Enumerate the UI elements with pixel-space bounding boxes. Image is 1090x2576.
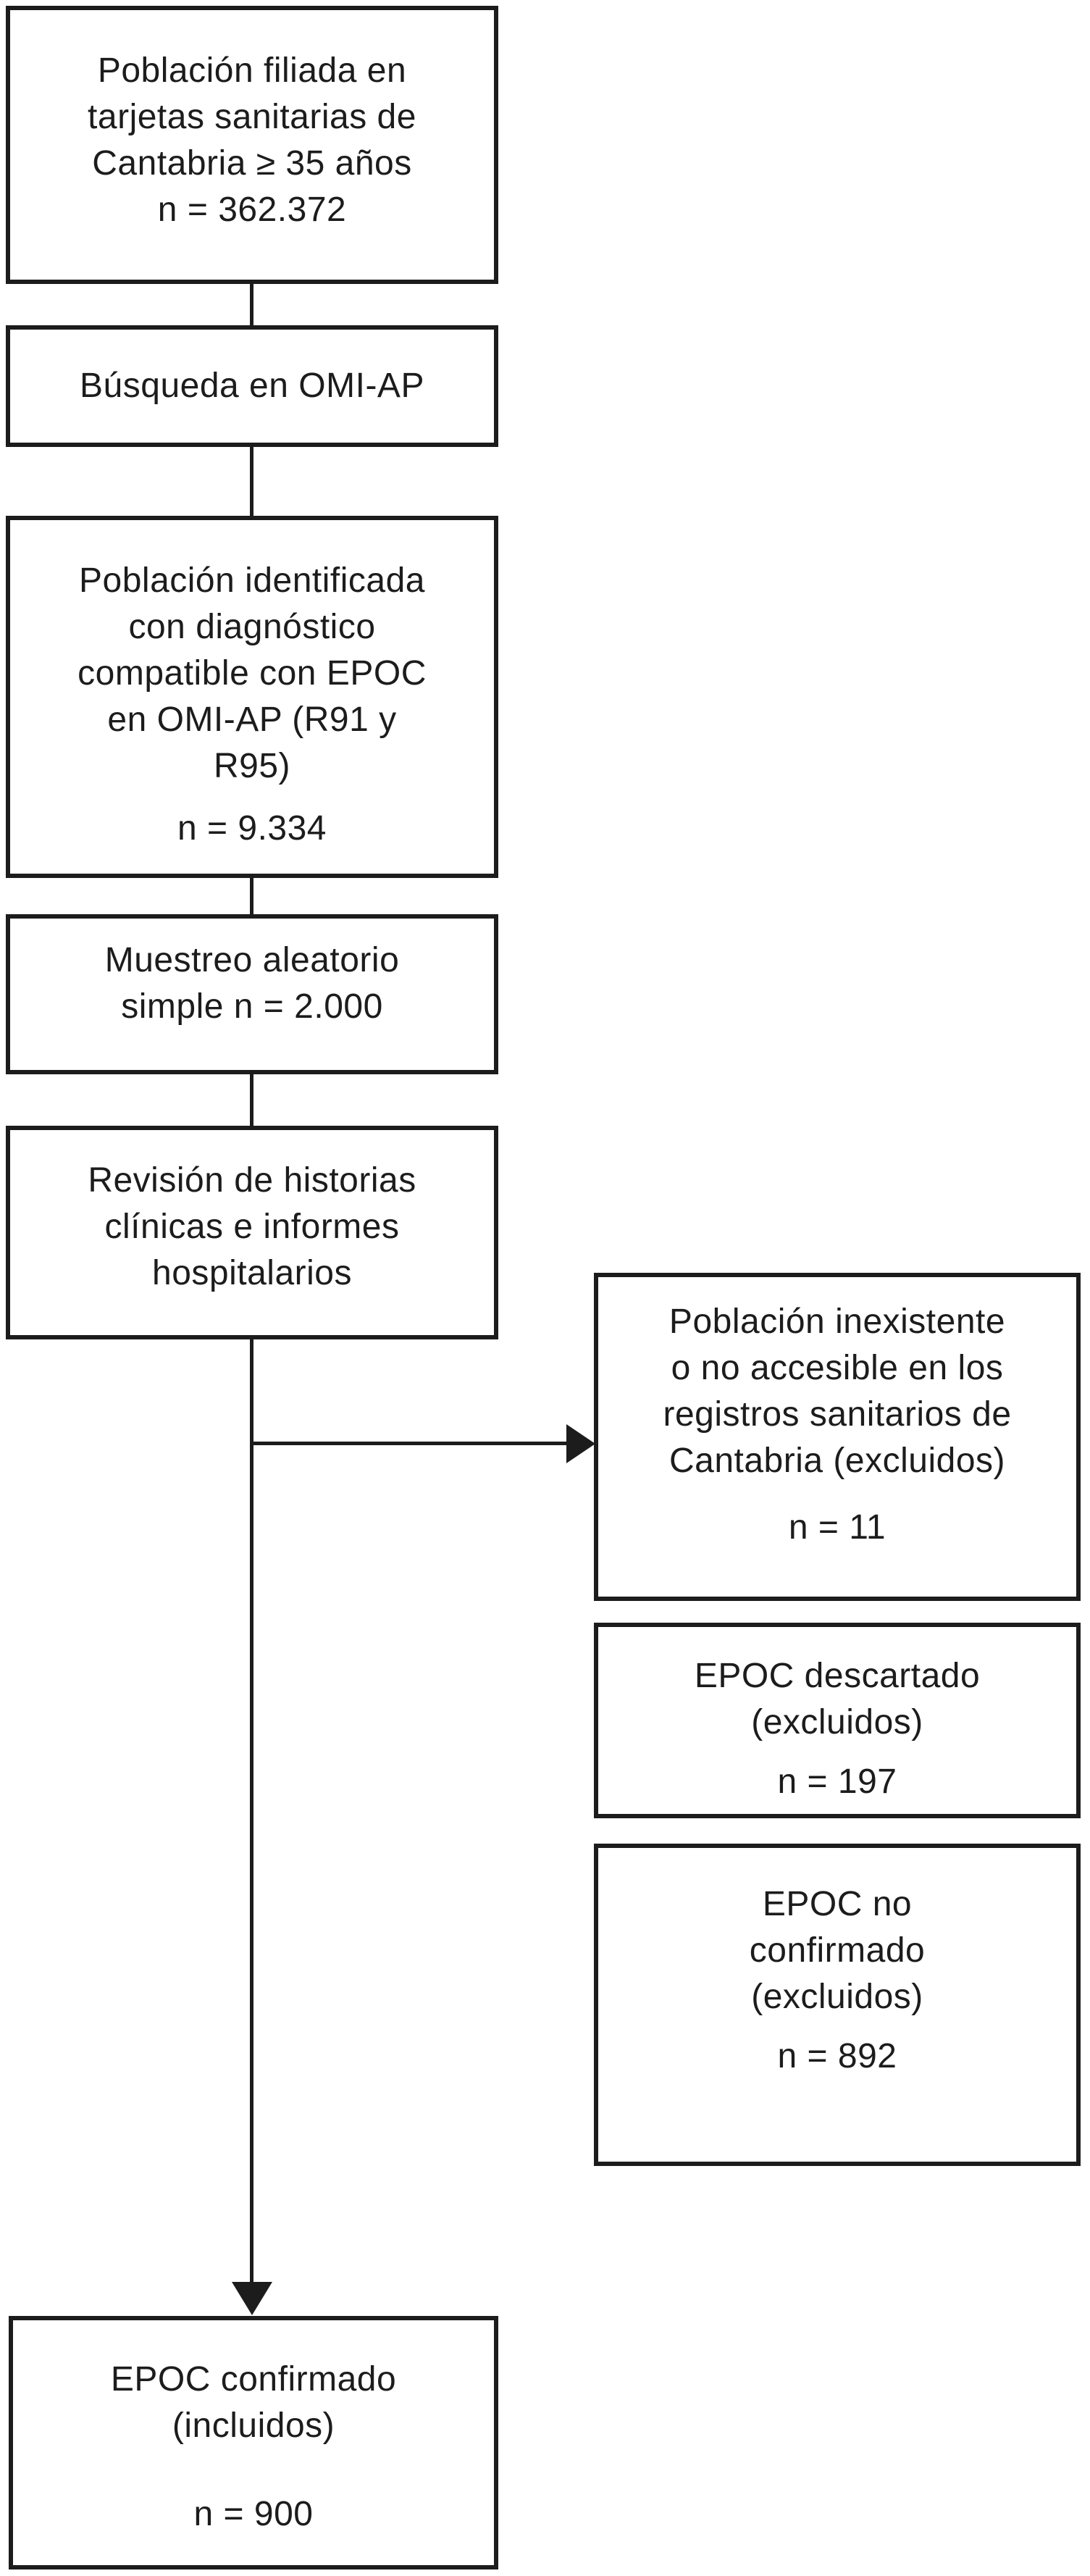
box-n-value: n = 197 [777,1762,897,1801]
box-text-line: EPOC confirmado [110,2360,397,2399]
box-text-line: registros sanitarios de [663,1395,1012,1434]
box-n-value: n = 362.372 [157,191,347,229]
box-text-line: Muestreo aleatorio [104,941,400,979]
box-text-line: clínicas e informes [104,1208,400,1246]
box-busqueda-omi-ap: Búsqueda en OMI-AP [6,325,498,447]
box-text-line: Población identificada [79,561,425,600]
box-text-line: Cantabria ≥ 35 años [92,144,412,183]
box-text-line: Población inexistente [668,1302,1006,1341]
box-text-line: EPOC descartado [694,1657,981,1695]
box-text-line: (excluidos) [751,1703,923,1741]
box-epoc-descartado-excluidos: EPOC descartado (excluidos) n = 197 [594,1623,1081,1818]
box-epoc-confirmado-incluidos: EPOC confirmado (incluidos) n = 900 [9,2316,498,2569]
box-poblacion-filiada: Población filiada en tarjetas sanitarias… [6,6,498,284]
box-revision-historias: Revisión de historias clínicas e informe… [6,1126,498,1339]
box-text-line: o no accesible en los [671,1349,1004,1387]
box-text-line: (excluidos) [751,1978,923,2016]
box-poblacion-inexistente-excluidos: Población inexistente o no accesible en … [594,1273,1081,1601]
box-n-value: n = 900 [193,2495,314,2533]
box-text-line: R95) [213,747,291,785]
box-text-line: compatible con EPOC [77,654,427,693]
box-text-line: en OMI-AP (R91 y [107,701,397,739]
arrowhead-right-icon [566,1424,595,1463]
box-poblacion-identificada: Población identificada con diagnóstico c… [6,516,498,878]
connector-population-to-search [250,284,253,325]
box-text-line: simple n = 2.000 [121,987,383,1026]
box-n-value: n = 892 [777,2037,897,2075]
box-epoc-no-confirmado-excluidos: EPOC no confirmado (excluidos) n = 892 [594,1844,1081,2166]
box-text-line: EPOC no [762,1885,913,1923]
box-text-line: Cantabria (excluidos) [668,1442,1006,1480]
box-text-line: Búsqueda en OMI-AP [80,367,424,405]
box-n-value: n = 9.334 [177,809,327,848]
box-text-line: con diagnóstico [128,608,376,646]
box-text-line: Revisión de historias [88,1161,416,1200]
connector-review-to-confirmed [250,1339,253,2285]
box-text-line: (incluidos) [172,2406,335,2445]
box-text-line: confirmado [749,1931,926,1970]
connector-sampling-to-review [250,1074,253,1126]
box-text-line: Población filiada en [97,51,407,90]
connector-search-to-identified [250,447,253,516]
box-text-line: tarjetas sanitarias de [88,98,416,136]
connector-branch-to-exclusions [252,1442,569,1445]
box-muestreo-aleatorio: Muestreo aleatorio simple n = 2.000 [6,914,498,1074]
box-n-value: n = 11 [788,1508,886,1547]
arrowhead-down-icon [232,2282,272,2315]
box-text-line: hospitalarios [152,1254,352,1292]
connector-identified-to-sampling [250,878,253,914]
